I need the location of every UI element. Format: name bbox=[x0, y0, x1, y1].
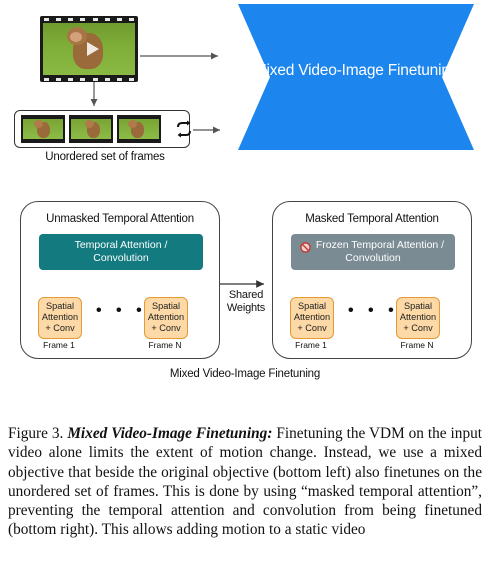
forbidden-icon bbox=[300, 242, 311, 253]
spatial-line-2: Attention bbox=[41, 312, 79, 322]
monkey-face bbox=[70, 32, 82, 42]
frame-thumbnail bbox=[117, 115, 161, 143]
unmasked-panel: Unmasked Temporal Attention Temporal Att… bbox=[20, 201, 220, 359]
bar-line-2: Convolution bbox=[93, 251, 149, 264]
spatial-line-2: Attention bbox=[399, 312, 437, 322]
frame-label-first: Frame 1 bbox=[295, 340, 327, 350]
frames-caption: Unordered set of frames bbox=[45, 151, 165, 163]
play-icon bbox=[87, 42, 99, 56]
frame-thumbnail bbox=[21, 115, 65, 143]
caption-lead: Mixed Video-Image Finetuning: bbox=[67, 425, 273, 442]
caption-text: Finetuning the VDM on the input video al… bbox=[8, 425, 482, 539]
masked-panel-title: Masked Temporal Attention bbox=[305, 213, 439, 225]
temporal-attention-bar: Temporal Attention / Convolution bbox=[39, 234, 203, 270]
spatial-line-1: Spatial bbox=[151, 301, 181, 311]
spatial-line-1: Spatial bbox=[45, 301, 75, 311]
bar-line-1: Temporal Attention / bbox=[74, 239, 168, 251]
film-holes-top bbox=[40, 16, 138, 22]
frame-label-last: Frame N bbox=[148, 340, 182, 350]
spatial-line-3: + Conv bbox=[297, 323, 327, 333]
masked-panel: Masked Temporal Attention Frozen Tempora… bbox=[272, 201, 472, 359]
film-holes-bottom bbox=[40, 76, 138, 82]
ellipsis-dots: • • • bbox=[96, 302, 147, 319]
frame-thumbnail bbox=[69, 115, 113, 143]
video-image bbox=[43, 23, 135, 75]
spatial-line-3: + Conv bbox=[151, 323, 181, 333]
bottom-diagram-title: Mixed Video-Image Finetuning bbox=[169, 368, 321, 380]
frame-label-first: Frame 1 bbox=[43, 340, 75, 350]
frames-strip bbox=[14, 110, 191, 148]
unmasked-panel-title: Unmasked Temporal Attention bbox=[46, 213, 194, 225]
ellipsis-dots: • • • bbox=[348, 302, 399, 319]
shared-weights-label: Shared Weights bbox=[220, 289, 272, 315]
spatial-line-3: + Conv bbox=[403, 323, 433, 333]
input-video-thumbnail bbox=[40, 16, 138, 82]
bar-line-2: Convolution bbox=[345, 251, 401, 264]
spatial-block-last: Spatial Attention + Conv bbox=[396, 297, 440, 339]
frame-label-last: Frame N bbox=[400, 340, 434, 350]
spatial-line-2: Attention bbox=[293, 312, 331, 322]
shared-line-2: Weights bbox=[226, 302, 266, 314]
spatial-line-1: Spatial bbox=[297, 301, 327, 311]
finetuning-hourglass-shape bbox=[238, 4, 474, 150]
spatial-line-3: + Conv bbox=[45, 323, 75, 333]
caption-prefix: Figure 3. bbox=[8, 425, 68, 442]
bar-line-1: Frozen Temporal Attention / bbox=[315, 239, 445, 251]
shuffle-icon bbox=[177, 120, 191, 138]
spatial-line-2: Attention bbox=[147, 312, 185, 322]
shared-line-1: Shared bbox=[228, 289, 264, 301]
spatial-line-1: Spatial bbox=[403, 301, 433, 311]
hourglass-label: Mixed Video-Image Finetuning bbox=[253, 62, 459, 79]
figure-caption: Figure 3. Mixed Video-Image Finetuning: … bbox=[8, 424, 482, 540]
spatial-block-first: Spatial Attention + Conv bbox=[290, 297, 334, 339]
frozen-temporal-attention-bar: Frozen Temporal Attention / Convolution bbox=[291, 234, 455, 270]
spatial-block-first: Spatial Attention + Conv bbox=[38, 297, 82, 339]
spatial-block-last: Spatial Attention + Conv bbox=[144, 297, 188, 339]
